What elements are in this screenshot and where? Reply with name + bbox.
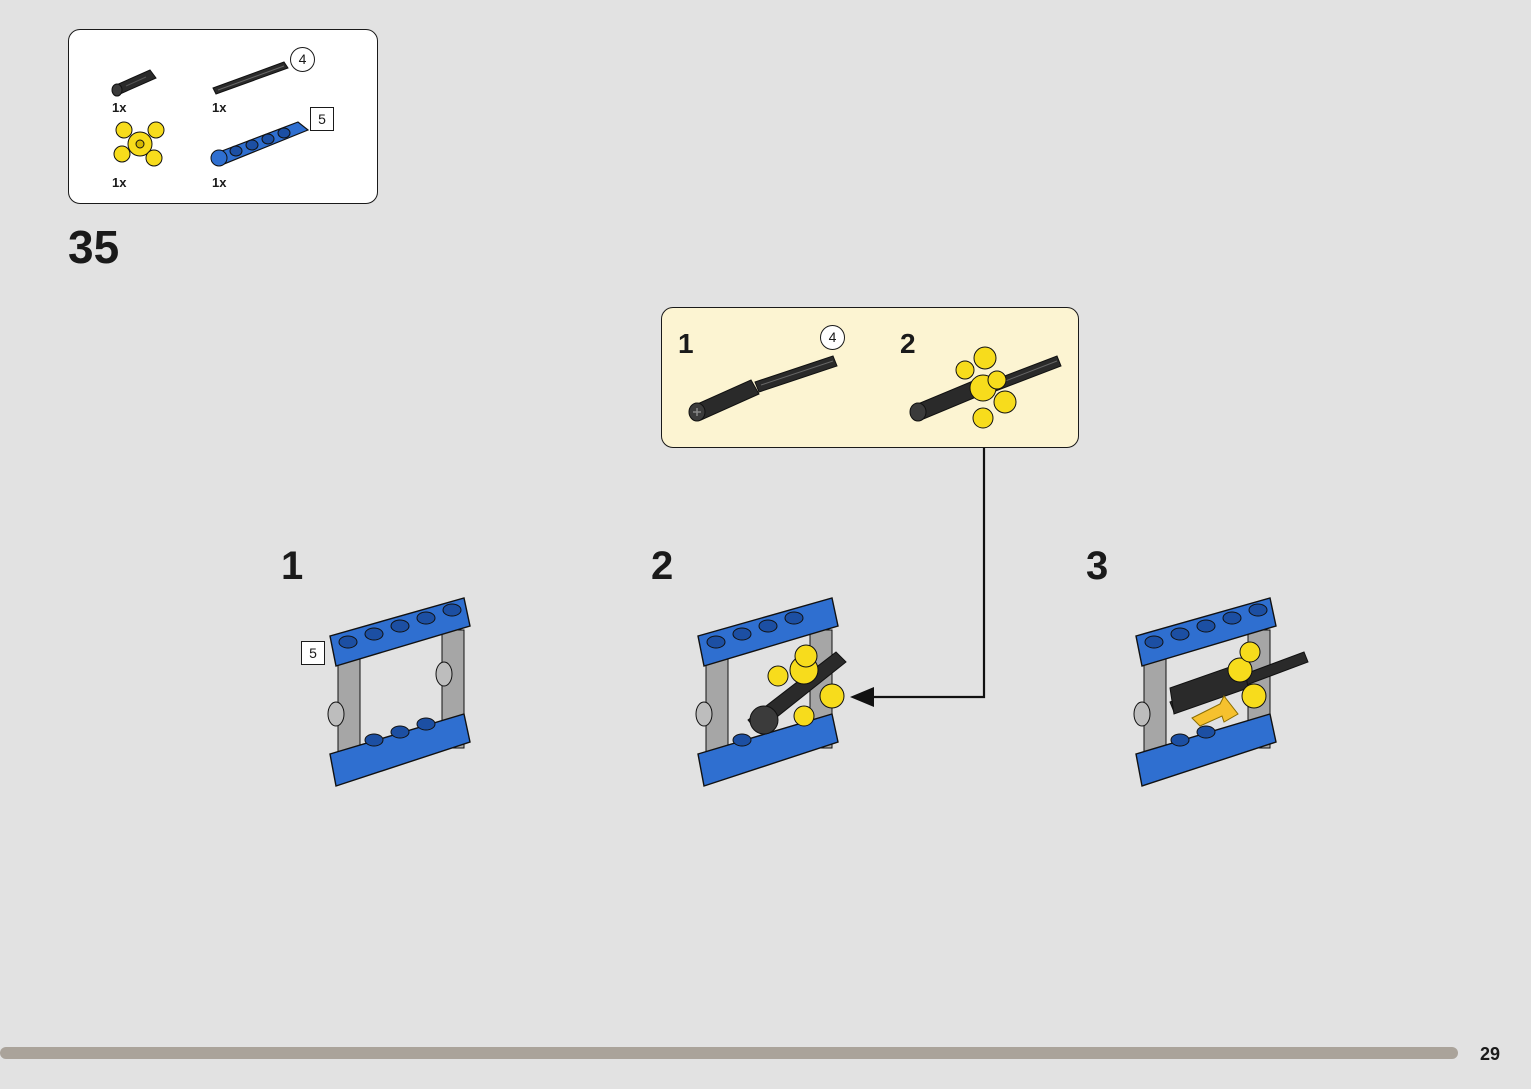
black-axle-connector-icon — [111, 69, 157, 97]
part-quantity: 1x — [212, 100, 227, 115]
insert-arrow-icon — [850, 448, 986, 707]
cross-block-on-axle-illustration — [909, 346, 1062, 429]
page-number: 29 — [1480, 1044, 1501, 1064]
axle-with-connector-illustration — [688, 355, 838, 422]
step-number: 35 — [68, 221, 120, 273]
frame-assembly-step-3 — [1133, 597, 1309, 787]
part-quantity: 1x — [112, 175, 127, 190]
page-progress-bar — [0, 1047, 1458, 1059]
beam-length-callout: 5 — [310, 107, 334, 131]
subassembly-step-number: 1 — [678, 328, 694, 359]
substep-number: 1 — [281, 544, 304, 588]
substep-number: 2 — [651, 544, 674, 588]
beam-length-callout: 5 — [301, 641, 325, 665]
subassembly-step-number: 2 — [900, 328, 916, 359]
black-axle-4-icon — [212, 61, 289, 95]
yellow-cross-block-icon — [113, 121, 165, 167]
substep-number: 3 — [1086, 544, 1109, 588]
axle-length-callout: 4 — [290, 47, 315, 72]
frame-assembly-step-2 — [695, 597, 847, 787]
frame-assembly-step-1 — [327, 597, 471, 787]
part-quantity: 1x — [112, 100, 127, 115]
axle-length-callout: 4 — [820, 325, 845, 350]
part-quantity: 1x — [212, 175, 227, 190]
blue-beam-5-icon — [210, 121, 310, 167]
